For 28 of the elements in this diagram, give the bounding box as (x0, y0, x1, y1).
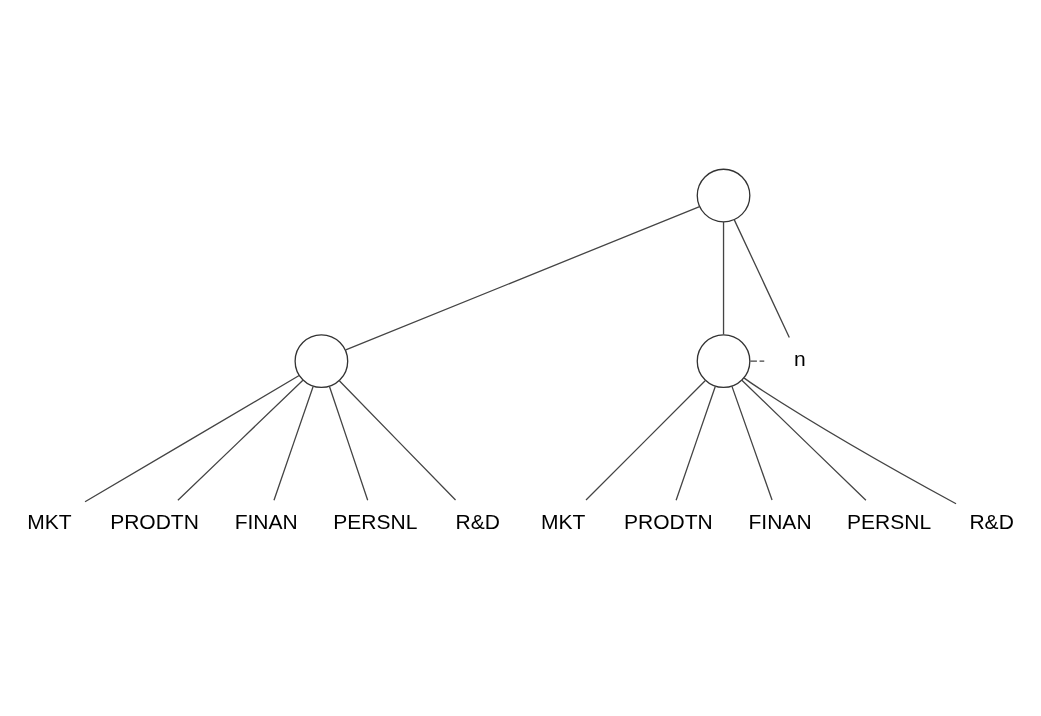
connector (345, 205, 701, 351)
connector (328, 385, 369, 501)
node-text: n (793, 346, 806, 370)
connector (731, 384, 773, 501)
connector (84, 374, 300, 502)
connector (177, 379, 304, 501)
connector (722, 220, 725, 335)
node-text: R&D (969, 509, 1014, 533)
node-text: PERSNL (847, 509, 932, 533)
connector (675, 385, 716, 501)
node-circle (696, 168, 751, 222)
node-circle (294, 333, 349, 388)
node-text: R&D (455, 509, 500, 533)
connector (338, 379, 457, 501)
node-text: MKT (27, 509, 72, 533)
connector (273, 385, 314, 501)
node-text: FINAN (748, 509, 812, 533)
connector (749, 359, 765, 362)
connector (743, 376, 957, 504)
connector (585, 379, 706, 501)
node-text: MKT (541, 509, 586, 533)
node-text: PRODTN (623, 509, 713, 533)
node-text: FINAN (234, 509, 298, 533)
connector (741, 379, 867, 501)
node-circle (696, 333, 751, 388)
node-text: PERSNL (333, 509, 418, 533)
node-text: PRODTN (110, 509, 199, 533)
connector (733, 218, 790, 338)
